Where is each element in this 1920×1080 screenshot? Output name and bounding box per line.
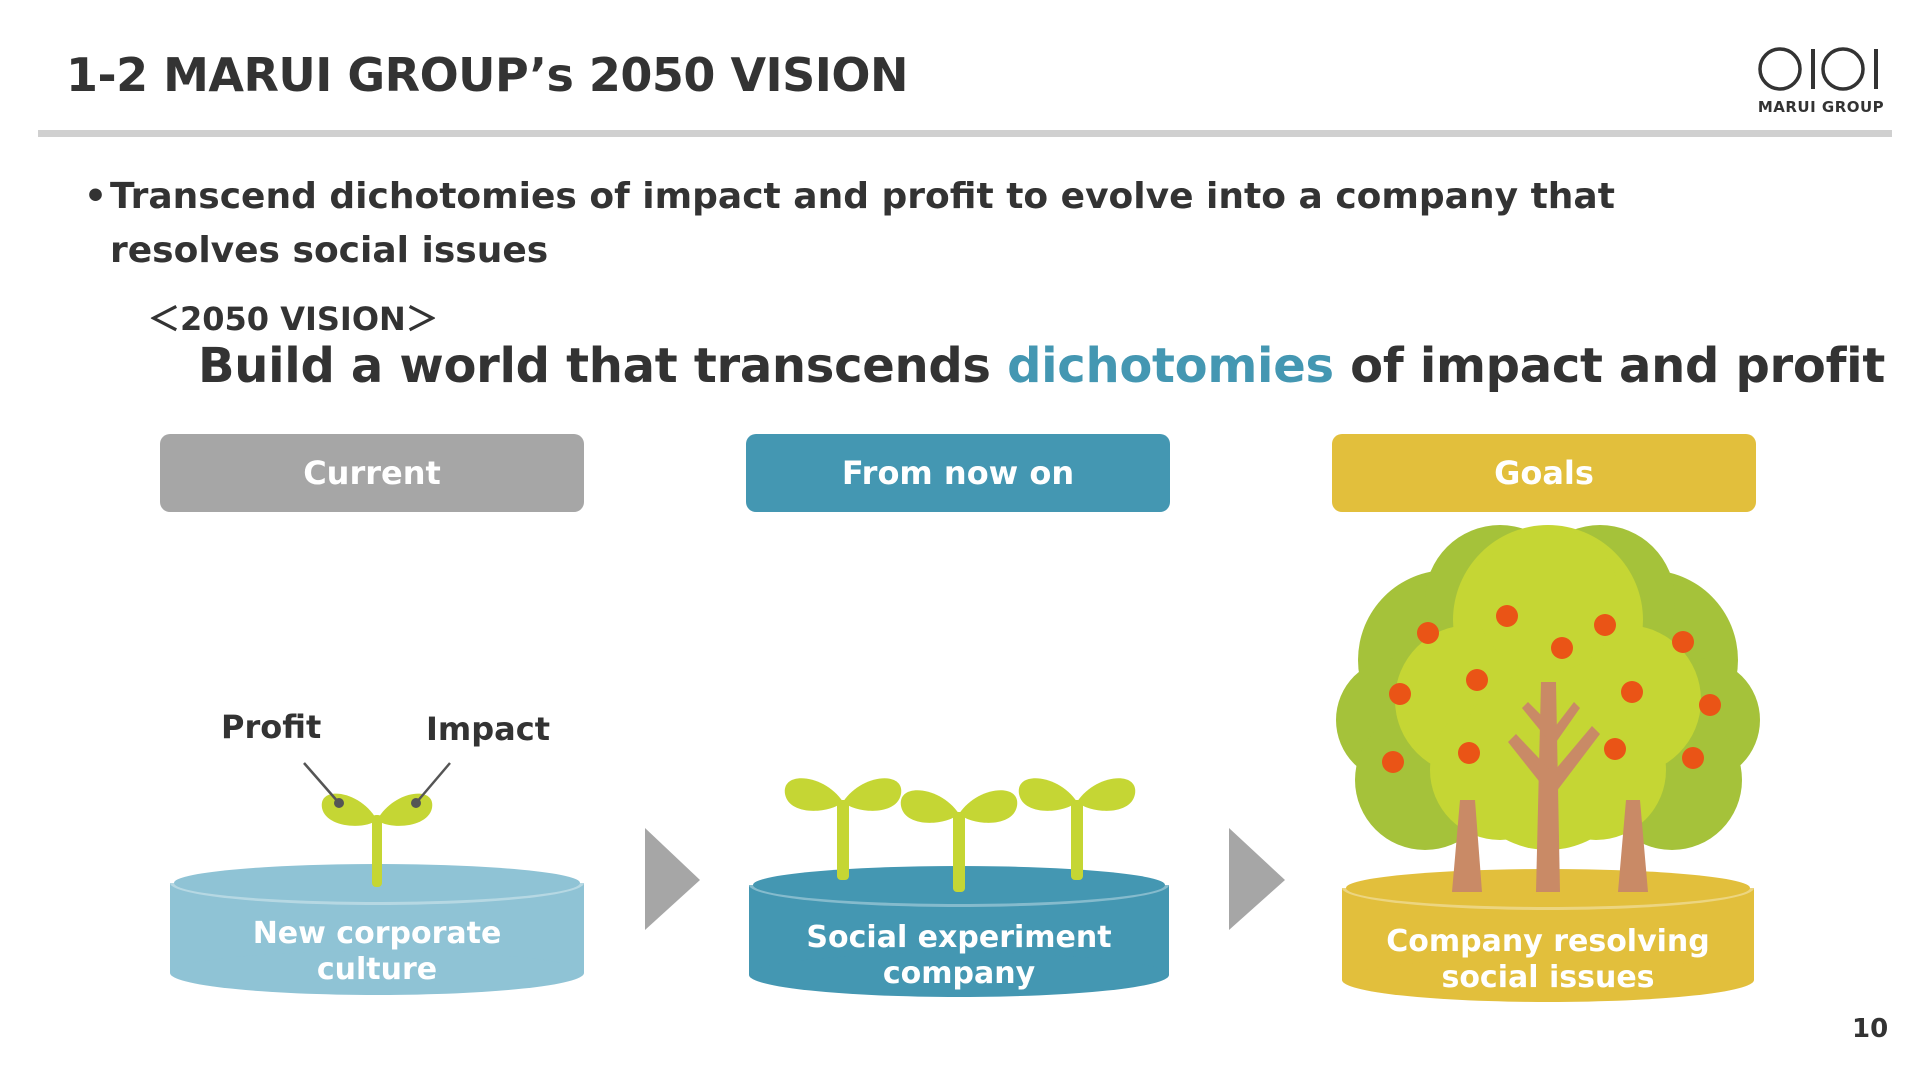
vision-label: ＜2050 VISION＞ <box>148 300 438 338</box>
marui-logo: MARUI GROUP <box>1756 44 1886 118</box>
base-label-line: company <box>882 956 1036 991</box>
headline-part-2: of impact and profit <box>1333 338 1885 394</box>
bullet-text: Transcend dichotomies of impact and prof… <box>110 176 1615 271</box>
base-label-goals: Company resolving social issues <box>1342 924 1754 996</box>
base-label-from-now-on: Social experiment company <box>749 920 1169 992</box>
vision-headline: Build a world that transcends dichotomie… <box>198 338 1885 394</box>
headline-highlight: dichotomies <box>1007 338 1334 394</box>
sprouts-icon <box>784 778 1136 892</box>
stage-header-current: Current <box>160 434 584 512</box>
headline-part-1: Build a world that transcends <box>198 338 1008 394</box>
arrow-right-icon <box>645 828 700 930</box>
base-label-line: social issues <box>1441 960 1655 995</box>
base-label-line: Social experiment <box>806 920 1112 955</box>
stage-header-goals: Goals <box>1332 434 1756 512</box>
profit-label: Profit <box>221 708 322 746</box>
impact-label: Impact <box>426 710 551 748</box>
arrow-right-icon <box>1229 828 1285 930</box>
sprout-icon <box>303 762 451 887</box>
base-label-line: culture <box>316 952 438 987</box>
base-label-line: Company resolving <box>1386 924 1710 959</box>
base-current <box>170 861 584 995</box>
oioi-logo-icon <box>1758 47 1878 91</box>
base-label-line: New corporate <box>252 916 502 951</box>
header-divider <box>38 130 1892 137</box>
trees-icon <box>1336 525 1760 892</box>
page-title: 1-2 MARUI GROUP’s 2050 VISION <box>66 48 909 102</box>
logo-text: MARUI GROUP <box>1757 98 1885 116</box>
stage-header-from-now-on: From now on <box>746 434 1170 512</box>
bullet-point: • Transcend dichotomies of impact and pr… <box>84 170 1684 278</box>
page-number: 10 <box>1852 1014 1889 1044</box>
bullet-marker: • <box>84 176 108 217</box>
base-label-current: New corporate culture <box>170 916 584 988</box>
